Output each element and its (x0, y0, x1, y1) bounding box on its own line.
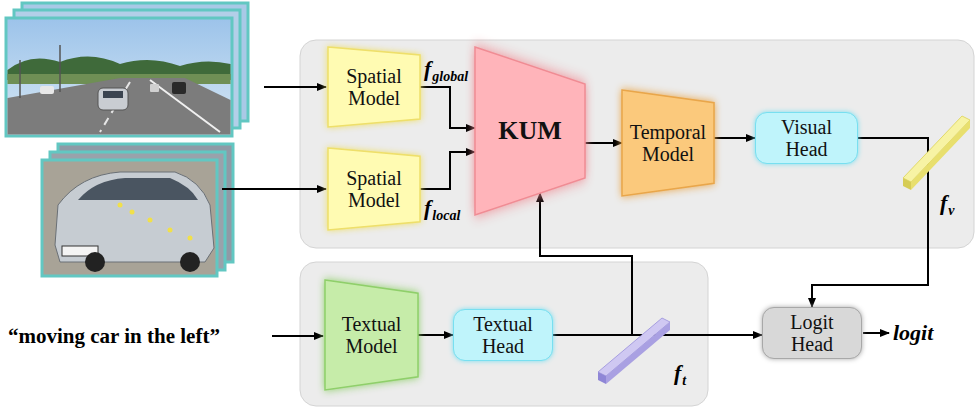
flow-arrow (420, 87, 475, 128)
input-arrow (272, 335, 323, 337)
feature-symbol: f (940, 192, 947, 214)
node-label: Logit Head (768, 311, 856, 355)
flow-arrow (540, 193, 632, 335)
car (172, 82, 186, 94)
flow-arrow (585, 142, 622, 144)
feature-symbol: f (424, 58, 431, 80)
flow-arrow (418, 334, 453, 336)
visual-feature-bar (903, 116, 970, 190)
node-label: Visual Head (761, 116, 852, 160)
input-arrow (264, 86, 326, 88)
car (40, 86, 54, 94)
flow-arrow (420, 152, 475, 189)
wheel (180, 252, 200, 272)
node-label: KUM (498, 117, 562, 146)
bar-side (911, 120, 970, 190)
object-frames (42, 144, 233, 276)
bar-face (598, 318, 670, 376)
car (150, 84, 159, 92)
feature-subscript: v (948, 204, 954, 218)
car-window (103, 91, 123, 98)
frame (6, 18, 232, 136)
node-label: Spatial Model (334, 167, 414, 211)
temporal-model: Temporal Model (622, 90, 714, 196)
bar-side (606, 322, 670, 384)
textual-model: Textual Model (325, 280, 418, 390)
bar-face (903, 116, 970, 182)
node-label: Spatial Model (334, 65, 414, 109)
keypoint (188, 236, 193, 241)
node-label: Temporal Model (628, 121, 708, 165)
textual-panel (300, 262, 708, 406)
node-shape (325, 280, 418, 390)
feature-subscript: global (432, 70, 468, 84)
car-window (78, 178, 198, 200)
query-text: “moving car in the left” (8, 326, 220, 347)
head-box: Visual Head (755, 112, 858, 164)
node-label: Textual Head (459, 313, 547, 357)
keypoint (130, 210, 135, 215)
bar-end (598, 372, 606, 384)
pole (59, 45, 61, 92)
node-shape (475, 47, 585, 215)
wheel (85, 252, 105, 272)
node-shape (328, 47, 420, 127)
visual-panel (300, 40, 974, 248)
lane-line (150, 80, 220, 132)
spatial-model: Spatial Model (328, 47, 420, 127)
node-label: Textual Model (331, 313, 412, 357)
flow-arrow (714, 137, 755, 139)
keypoint (148, 218, 153, 223)
scene-frames (6, 3, 248, 136)
spatial-model: Spatial Model (328, 148, 420, 230)
fusion-module: KUM (475, 47, 585, 215)
frame (42, 160, 217, 276)
node-shape (328, 148, 420, 230)
node-shape (622, 90, 714, 196)
car-body (55, 172, 214, 262)
feature-subscript: t (682, 374, 686, 388)
keypoint (168, 228, 173, 233)
feature-symbol: f (424, 197, 431, 219)
road (8, 78, 231, 135)
feature-symbol: f (674, 362, 681, 384)
bar-end (903, 178, 911, 190)
pole (19, 60, 21, 98)
head-box: Textual Head (453, 309, 553, 361)
output-label: logit (893, 322, 933, 344)
output-arrow (863, 332, 889, 334)
feature-subscript: local (432, 209, 460, 223)
head-box: Logit Head (762, 307, 862, 359)
keypoint (118, 203, 123, 208)
car (98, 88, 128, 110)
input-arrow (222, 188, 326, 190)
text-feature-bar (598, 318, 670, 384)
